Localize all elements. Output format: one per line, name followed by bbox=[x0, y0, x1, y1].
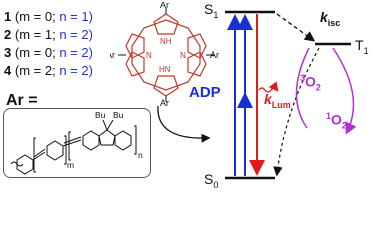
aryl-label-right: Ar bbox=[210, 50, 219, 60]
compound-row-4: 4 (m = 2; n = 2) bbox=[4, 64, 93, 77]
butyl-label: Bu bbox=[95, 110, 106, 120]
ar-structure-box: m Bu Bu n bbox=[3, 108, 151, 178]
hn-label: HN bbox=[159, 65, 171, 74]
compound-id: 3 bbox=[4, 45, 12, 60]
compound-n: n = 2) bbox=[59, 63, 93, 78]
fluorene-ring bbox=[114, 130, 132, 151]
compound-id: 1 bbox=[4, 9, 12, 24]
singlet-oxygen-label: 1O2 bbox=[326, 111, 347, 131]
k-lum-label: kLum bbox=[264, 91, 291, 110]
compound-n: n = 2) bbox=[59, 27, 93, 42]
k-isc-label: kisc bbox=[320, 9, 341, 28]
aryl-label-left: Ar bbox=[110, 50, 115, 60]
aryl-label-top: Ar bbox=[160, 2, 169, 10]
n-label-right: N bbox=[180, 51, 186, 60]
compound-m: (m = 2; bbox=[14, 63, 56, 78]
index-m: m bbox=[67, 160, 74, 170]
adp-label: ADP bbox=[189, 84, 221, 101]
butyl-label: Bu bbox=[113, 110, 124, 120]
nh-label: NH bbox=[160, 37, 172, 46]
isc-arrow bbox=[276, 13, 316, 42]
compound-id: 4 bbox=[4, 63, 12, 78]
porphyrin-structure: Ar Ar Ar Ar NH N N HN bbox=[110, 2, 219, 106]
phosphorescence-arrow bbox=[273, 47, 320, 177]
compound-m: (m = 0; bbox=[14, 45, 56, 60]
index-n: n bbox=[138, 150, 143, 160]
fluorene-ring bbox=[82, 130, 100, 151]
energy-transfer-down bbox=[295, 47, 310, 129]
phenyl-ring bbox=[46, 140, 64, 161]
connector-arrow bbox=[157, 105, 211, 143]
compound-m: (m = 0; bbox=[14, 9, 56, 24]
compound-id: 2 bbox=[4, 27, 12, 42]
figure-canvas: 1 (m = 0; n = 1) 2 (m = 1; n = 2) 3 (m =… bbox=[3, 1, 369, 190]
emission-wave bbox=[258, 81, 279, 93]
compound-m: (m = 1; bbox=[14, 27, 56, 42]
compound-n: n = 2) bbox=[59, 45, 93, 60]
energy-diagram bbox=[225, 10, 357, 180]
s0-label: S0 bbox=[204, 171, 219, 190]
phenyl-ring bbox=[16, 154, 34, 175]
energy-transfer-up bbox=[332, 47, 357, 135]
compound-n: n = 1) bbox=[59, 9, 93, 24]
compound-row-1: 1 (m = 0; n = 1) bbox=[4, 10, 93, 23]
n-label-left: N bbox=[146, 51, 152, 60]
s1-label: S1 bbox=[204, 1, 219, 20]
triplet-oxygen-label: 3O2 bbox=[300, 73, 321, 93]
compound-row-3: 3 (m = 0; n = 2) bbox=[4, 46, 93, 59]
t1-label: T1 bbox=[355, 37, 369, 56]
compound-row-2: 2 (m = 1; n = 2) bbox=[4, 28, 93, 41]
ar-definition-label: Ar = bbox=[6, 92, 38, 109]
aryl-label-bottom: Ar bbox=[160, 98, 169, 106]
